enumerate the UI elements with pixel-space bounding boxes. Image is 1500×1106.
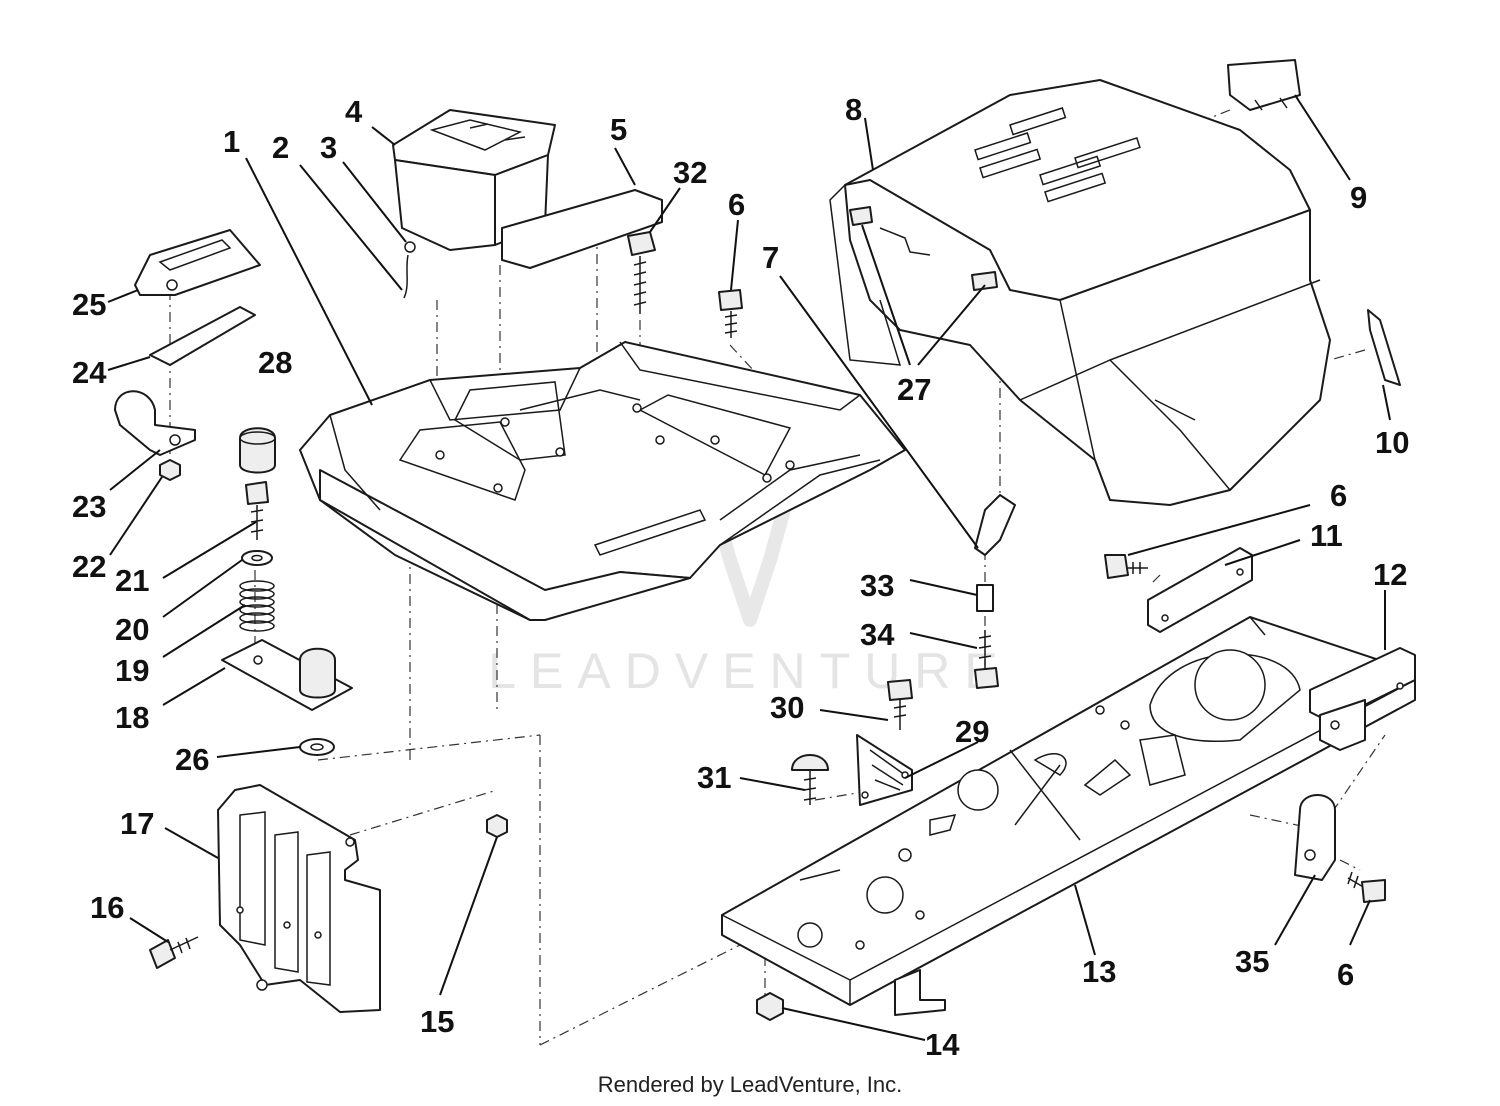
bracket-29: [856, 734, 913, 806]
callout-34: 34: [860, 617, 895, 652]
hood: [829, 79, 1331, 506]
hood-latch-7: [974, 494, 1016, 556]
nut-15: [486, 814, 508, 838]
callout-28: 28: [258, 345, 292, 380]
leader-lines: [107, 94, 1391, 1041]
plate-24: [149, 306, 256, 366]
callout-numbers: 1 2 3 4 5 32 6 7 8 9 27 10 6 11 12 33 34…: [72, 92, 1409, 1062]
clip-35: [1294, 794, 1336, 881]
callout-4: 4: [345, 94, 363, 129]
bolt-16: [149, 936, 199, 969]
callout-7: 7: [762, 240, 779, 275]
callout-2: 2: [272, 130, 289, 165]
washer-26: [299, 738, 335, 756]
clip: [404, 241, 416, 253]
callout-18: 18: [115, 700, 149, 735]
callout-10: 10: [1375, 425, 1409, 460]
callout-15: 15: [420, 1004, 454, 1039]
wire-hose: [403, 254, 409, 299]
hood-bracket-9: [1227, 59, 1301, 111]
callout-9: 9: [1350, 180, 1367, 215]
callout-21: 21: [115, 563, 149, 598]
callout-25: 25: [72, 287, 106, 322]
footer-credit: Rendered by LeadVenture, Inc.: [597, 1072, 903, 1097]
bumper-cap-28: [239, 427, 276, 474]
callout-8: 8: [845, 92, 862, 127]
bolt-30: [887, 679, 913, 730]
bolt-6-lower-right: [1347, 871, 1386, 903]
switch-plate-18: [221, 639, 353, 711]
clamp-23: [114, 390, 196, 456]
carriage-bolt-31: [791, 754, 829, 805]
bolt-6-right: [1104, 554, 1148, 579]
callout-30: 30: [770, 690, 804, 725]
callout-23: 23: [72, 489, 106, 524]
bolt-21: [245, 481, 269, 540]
front-panel-17: [217, 784, 381, 1013]
washer-20: [241, 550, 273, 566]
callout-6-lower: 6: [1337, 957, 1354, 992]
nut-22: [159, 459, 181, 481]
callout-17: 17: [120, 806, 154, 841]
chassis-frame-13: [721, 616, 1416, 1016]
callout-5: 5: [610, 112, 627, 147]
bolt-6-top: [718, 289, 743, 338]
hitch-bracket-12: [1309, 647, 1416, 751]
watermark-text: LEADVENTURE: [488, 643, 1012, 699]
callout-3: 3: [320, 130, 337, 165]
bracket-25: [134, 229, 261, 296]
callout-27: 27: [897, 372, 931, 407]
spring-19: [239, 580, 275, 632]
callout-16: 16: [90, 890, 124, 925]
callout-31: 31: [697, 760, 731, 795]
hood-vents: [974, 107, 1141, 203]
callout-32: 32: [673, 155, 707, 190]
callout-6-right: 6: [1330, 478, 1347, 513]
callout-26: 26: [175, 742, 209, 777]
callout-20: 20: [115, 612, 149, 647]
decal-strip: [501, 189, 663, 269]
callout-24: 24: [72, 355, 107, 390]
callout-29: 29: [955, 714, 989, 749]
nut-14: [756, 992, 784, 1021]
watermark: LEADVENTURE: [488, 423, 1012, 699]
side-bracket-11: [1147, 547, 1253, 633]
callout-11: 11: [1310, 518, 1343, 553]
bolt-34: [974, 630, 999, 689]
grille-insert-10: [1367, 309, 1401, 386]
bolt-32: [627, 231, 656, 314]
callout-33: 33: [860, 568, 894, 603]
callout-13: 13: [1082, 954, 1116, 989]
callout-12: 12: [1373, 557, 1407, 592]
spacer-33: [976, 584, 994, 612]
callout-22: 22: [72, 549, 106, 584]
fender-panel: [299, 341, 906, 621]
callout-6-top: 6: [728, 187, 745, 222]
callout-19: 19: [115, 653, 149, 688]
callout-14: 14: [925, 1027, 960, 1062]
callout-1: 1: [223, 124, 240, 159]
callout-35: 35: [1235, 944, 1269, 979]
